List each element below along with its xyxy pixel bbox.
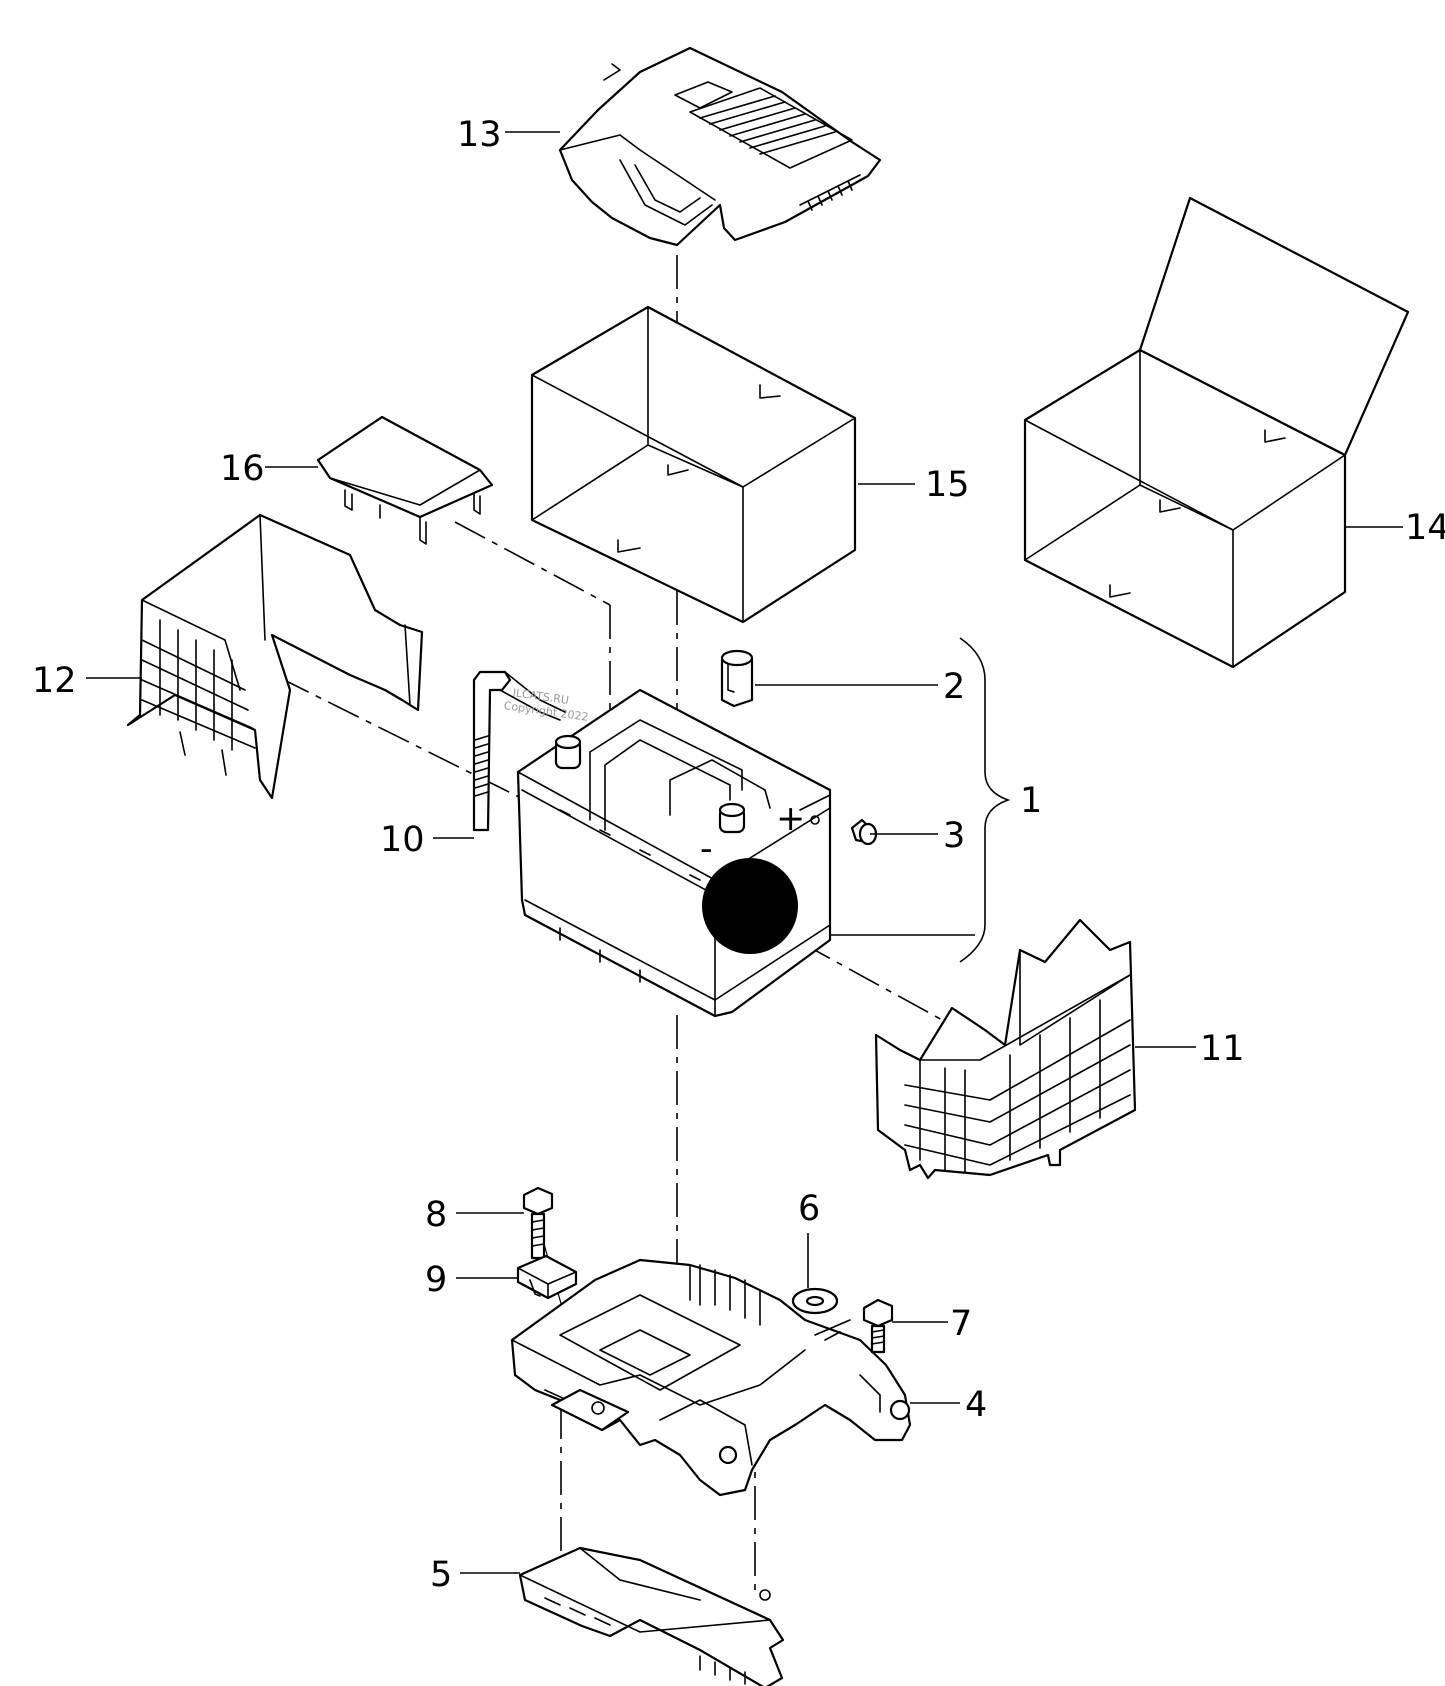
part-3-vent-plug	[850, 818, 878, 846]
callout-8: 8	[425, 1195, 447, 1235]
part-1-battery: - +	[516, 688, 832, 1018]
callout-1: 1	[1020, 781, 1042, 821]
callout-15: 15	[925, 465, 970, 505]
part-2-terminal-cap	[720, 649, 754, 708]
part-11-heat-shield-right	[874, 918, 1137, 1180]
callout-12: 12	[32, 661, 77, 701]
part-4-battery-tray	[510, 1258, 912, 1497]
watermark: ILCATS.RU Copyright 2022	[503, 686, 589, 724]
part-1-brace	[959, 637, 1011, 963]
callout-4: 4	[965, 1385, 987, 1425]
part-12-heat-shield-left	[126, 513, 424, 800]
callout-14: 14	[1405, 508, 1445, 548]
callout-10: 10	[380, 820, 425, 860]
callout-13: 13	[457, 115, 502, 155]
part-8-bolt	[522, 1186, 554, 1260]
part-10-vent-hose	[472, 670, 566, 832]
callout-3: 3	[943, 816, 965, 856]
leader-lines	[86, 131, 1403, 1574]
redaction-black-circle	[702, 858, 798, 954]
callout-5: 5	[430, 1555, 452, 1595]
callout-6: 6	[798, 1189, 820, 1229]
part-5-tray-base	[518, 1546, 785, 1686]
part-16-cover-cap	[316, 415, 494, 545]
plus-terminal-mark: +	[776, 799, 805, 839]
part-7-bolt	[862, 1298, 894, 1354]
minus-terminal-mark: -	[700, 829, 713, 869]
callout-9: 9	[425, 1260, 447, 1300]
callout-2: 2	[943, 667, 965, 707]
part-15-battery-box	[530, 305, 857, 624]
callout-16: 16	[220, 449, 265, 489]
part-6-washer	[791, 1287, 839, 1315]
callout-11: 11	[1200, 1029, 1245, 1069]
part-9-clip-nut	[516, 1254, 578, 1300]
callout-7: 7	[950, 1304, 972, 1344]
callout-labels: 13 15 14 16 12 2 1 3 10 11 8 6 9 7 4 5	[32, 115, 1445, 1595]
part-13-battery-top-cover	[558, 46, 882, 247]
part-14-battery-box-with-lid	[1023, 196, 1410, 669]
